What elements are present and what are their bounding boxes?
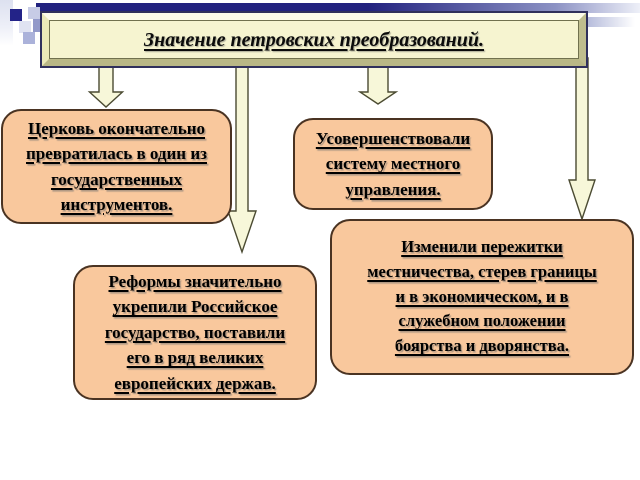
down-arrow-to-mestnichestvo-box [568, 57, 596, 222]
decor-square-verylight [19, 21, 31, 33]
decor-square-navy [10, 9, 22, 21]
slide-title: Значение петровских преобразований. [144, 28, 484, 51]
decor-square-light [28, 7, 40, 19]
decor-square-medium [33, 19, 44, 32]
top-navy-bar [36, 3, 640, 13]
concept-box-reforms: Реформы значительно укрепили Российское … [73, 265, 317, 400]
concept-box-mestnichestvo: Изменили пережитки местничества, стерев … [330, 219, 634, 375]
down-arrow-to-reforms-box [227, 57, 257, 255]
top-right-gradient-band [588, 17, 640, 27]
title-panel: Значение петровских преобразований. [40, 11, 588, 68]
concept-box-church: Церковь окончательно превратилась в один… [1, 109, 232, 224]
left-gradient-band [0, 0, 13, 46]
concept-box-local-government: Усовершенствовали систему местного управ… [293, 118, 493, 210]
decor-square-lavender [23, 32, 35, 44]
